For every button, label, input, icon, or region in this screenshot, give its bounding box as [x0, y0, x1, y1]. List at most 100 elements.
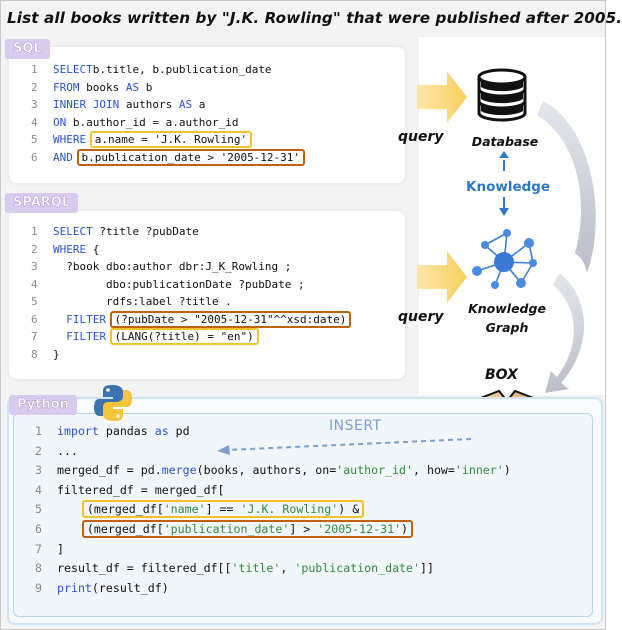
code-token: AS — [178, 98, 193, 112]
code-token: b.title, b.publication_date — [92, 63, 272, 76]
sparql-code-line: 6 FILTER (?pubDate > "2005-12-31"^^xsd:d… — [31, 310, 352, 329]
python-code-line: 2... — [35, 442, 78, 462]
code-token: (books, authors, on= — [196, 463, 337, 478]
sparql-code-line: 7 FILTER (LANG(?title) = "en") — [31, 328, 259, 346]
line-number: 5 — [31, 295, 38, 308]
line-number: 4 — [31, 115, 38, 129]
line-number: 1 — [31, 63, 38, 76]
code-token: merge — [161, 463, 197, 478]
code-token — [53, 330, 66, 343]
python-code-panel — [13, 413, 593, 617]
line-number: 5 — [31, 133, 38, 147]
line-number: 6 — [31, 151, 38, 164]
sql-panel — [9, 47, 405, 183]
code-token: authors — [119, 98, 179, 112]
code-token: ]] — [420, 561, 434, 576]
sparql-code-line: 4 dbo:publicationDate ?pubDate ; — [31, 276, 305, 294]
highlighted-condition: b.publication_date > '2005-12-31' — [76, 149, 306, 166]
code-token: AND — [53, 151, 73, 164]
code-token: print — [57, 580, 92, 595]
code-token: ... — [57, 443, 78, 458]
python-code-line: 3 merged_df = pd.merge(books, authors, on… — [35, 461, 511, 481]
code-token — [53, 313, 66, 326]
python-logo-icon — [94, 385, 132, 421]
sparql-code-line: 2 WHERE { — [31, 241, 99, 259]
line-number: 1 — [35, 424, 42, 438]
knowledge-graph-label-line2: Graph — [485, 320, 529, 335]
highlighted-condition: (LANG(?title) = "en") — [109, 328, 259, 345]
sql-code-line: 6 AND b.publication_date > '2005-12-31' — [31, 149, 306, 167]
line-number: 6 — [35, 522, 42, 536]
code-token: { — [86, 242, 100, 256]
code-token: dbo:publicationDate ?pubDate ; — [53, 277, 305, 291]
insert-arrow-icon — [217, 438, 472, 455]
code-token: b.author_id = a.author_id — [66, 115, 239, 129]
arrow-right-icon — [417, 251, 467, 303]
code-token: books — [79, 80, 126, 94]
code-token: result_df = filtered_df[[ — [57, 561, 232, 576]
line-number: 9 — [35, 580, 42, 595]
line-number: 5 — [35, 502, 42, 517]
code-token: 'inner' — [454, 463, 504, 478]
line-number: 8 — [31, 347, 38, 361]
code-token: WHERE — [53, 242, 87, 256]
code-token: 'publication_date' — [294, 561, 420, 576]
code-token: b — [139, 80, 153, 94]
code-token: import — [57, 424, 99, 438]
code-token: a — [192, 98, 206, 112]
line-number: 3 — [31, 260, 38, 273]
line-number: 3 — [31, 98, 38, 112]
code-token: ?title ?pubDate — [92, 225, 199, 238]
line-number: 2 — [31, 242, 38, 256]
highlighted-condition: (merged_df['name'] == 'J.K. Rowling') & — [81, 500, 365, 519]
highlighted-condition: a.name = 'J.K. Rowling' — [89, 131, 253, 149]
python-code-line: 7] — [35, 540, 64, 560]
code-token: AS — [125, 80, 140, 94]
knowledge-arrows — [499, 151, 509, 216]
query-label-sql: query — [398, 129, 444, 145]
code-token: rdfs:label ?title . — [53, 295, 232, 308]
code-token: , how= — [413, 463, 455, 478]
insert-label: INSERT — [329, 418, 382, 434]
code-token: merged_df = pd. — [57, 463, 162, 478]
line-number: 7 — [35, 541, 42, 556]
code-token: , — [280, 561, 295, 576]
code-token: (result_df) — [91, 580, 169, 595]
code-token: } — [53, 347, 60, 361]
sql-code-line: 5 WHERE a.name = 'J.K. Rowling' — [31, 131, 253, 149]
code-token: ON — [53, 115, 67, 129]
database-icon — [477, 68, 527, 122]
line-number: 4 — [35, 482, 42, 497]
python-code-line: 6 (merged_df['publication_date'] > '2005… — [35, 520, 414, 540]
code-token: WHERE — [53, 133, 87, 147]
sparql-code-line: 5 rdfs:label ?title . — [31, 293, 232, 311]
line-number: 1 — [31, 225, 38, 238]
code-token: pandas — [98, 424, 155, 438]
code-token: ] — [57, 541, 64, 556]
knowledge-graph-icon — [472, 229, 537, 289]
python-code-line: 1 import pandas as pd — [35, 422, 190, 442]
code-token: as — [154, 424, 169, 438]
highlighted-condition: (?pubDate > "2005-12-31"^^xsd:date) — [109, 310, 352, 328]
sparql-code-line: 8} — [31, 346, 60, 364]
line-number: 8 — [35, 561, 42, 576]
line-number: 7 — [31, 330, 38, 343]
database-label: Database — [471, 134, 539, 149]
code-token: pd — [168, 424, 190, 438]
code-token: SELECT — [53, 63, 93, 76]
python-code-line: 5 (merged_df['name'] == 'J.K. Rowling') … — [35, 500, 365, 520]
code-token: ) — [503, 463, 511, 478]
sql-tag: SQL — [5, 39, 50, 59]
knowledge-graph-label-line1: Knowledge — [468, 301, 546, 316]
question-title: List all books written by "J.K. Rowling"… — [7, 9, 622, 27]
line-number: 6 — [31, 312, 38, 326]
code-token — [57, 502, 85, 516]
code-token: FROM — [53, 80, 80, 94]
line-number: 3 — [35, 463, 42, 478]
line-number: 2 — [35, 443, 42, 458]
